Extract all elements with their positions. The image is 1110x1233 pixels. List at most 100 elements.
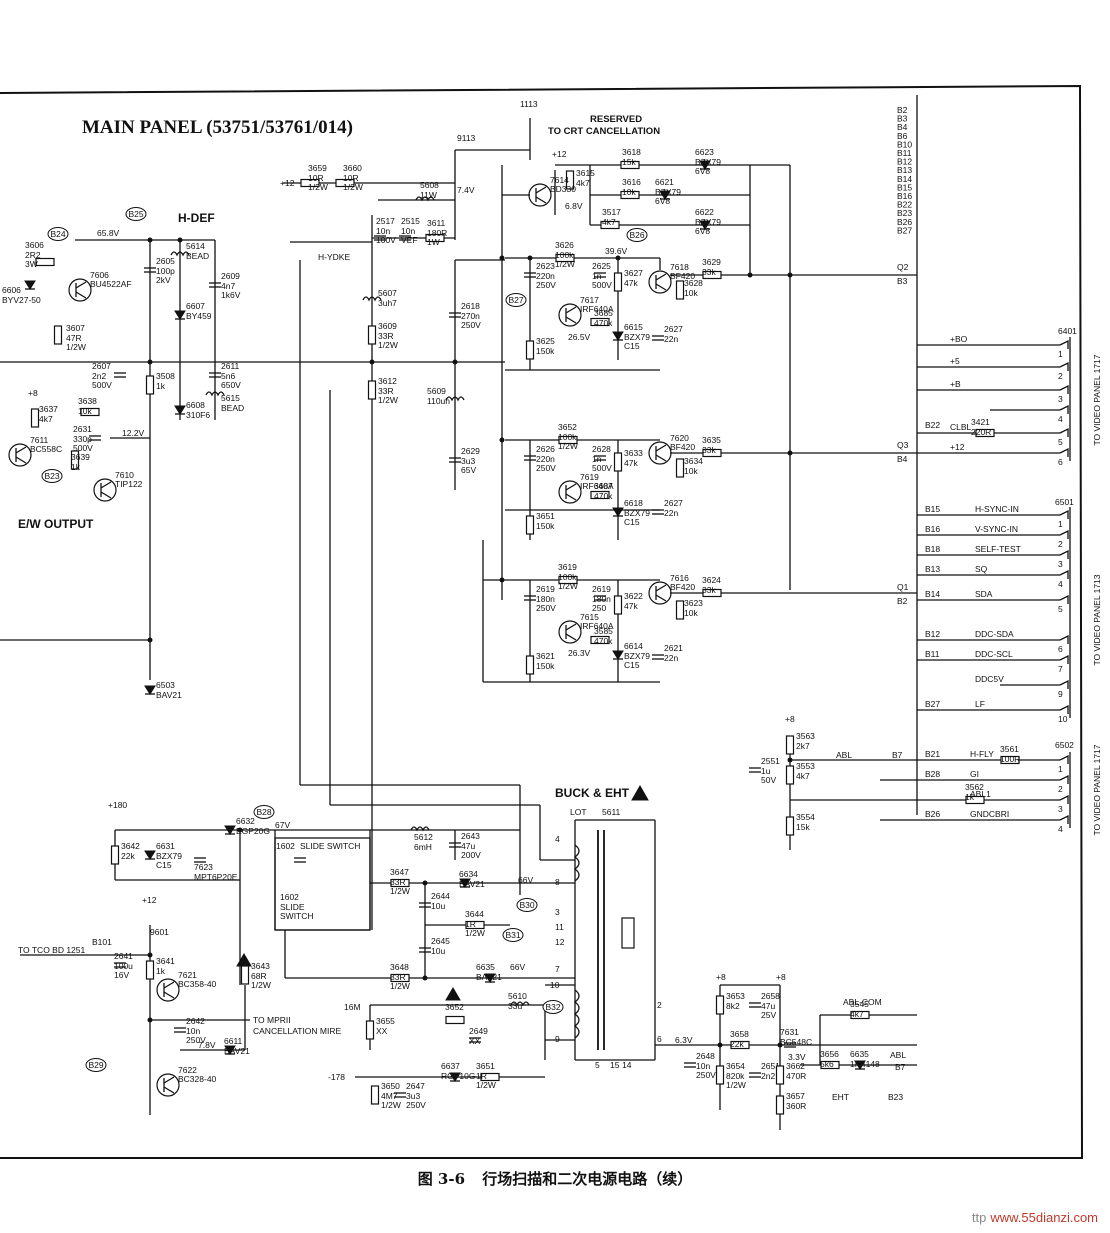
value-label: 10u xyxy=(431,901,445,911)
bus-list-item: B26 xyxy=(897,217,912,227)
value-label: 47u xyxy=(761,1001,775,1011)
value-label: 1/2W xyxy=(558,581,578,591)
value-label: 250V xyxy=(406,1100,426,1110)
ref-label: 5607 xyxy=(378,288,397,298)
svg-text:B24: B24 xyxy=(50,229,65,239)
value-label: 250V xyxy=(536,603,556,613)
value-label: 50V xyxy=(761,775,776,785)
value-label: 270n xyxy=(461,311,480,321)
value-label: 6V8 xyxy=(655,196,670,206)
note-crt-cancellation: TO CRT CANCELLATION xyxy=(548,126,660,137)
value-label: 68R xyxy=(251,971,267,981)
value-label: 220n xyxy=(536,454,555,464)
pin-number: 2 xyxy=(1058,784,1063,794)
ref-label: 5615 xyxy=(221,393,240,403)
net-plus12-low: +12 xyxy=(142,895,157,905)
value-label: 22n xyxy=(664,508,678,518)
ref-label: 5608 xyxy=(420,180,439,190)
value-label: 1k xyxy=(156,966,166,976)
value-label: 1/2W xyxy=(558,441,578,451)
bus-list-item: B15 xyxy=(897,182,912,192)
ref-label: 3611 xyxy=(427,218,446,228)
value-label: 1k6V xyxy=(221,290,241,300)
ref-label: 7621 xyxy=(178,970,197,980)
ref-label: 2627 xyxy=(664,498,683,508)
ref-label: 3545 xyxy=(850,999,869,1009)
ref-label: 2645 xyxy=(431,936,450,946)
net-6v3: 6.3V xyxy=(675,1035,693,1045)
ref-label: 2647 xyxy=(406,1081,425,1091)
section-hdef: H-DEF xyxy=(178,211,215,225)
value-label: BD330 xyxy=(550,184,576,194)
ref-label: 3687 xyxy=(594,481,613,491)
value-label: 33k xyxy=(702,267,716,277)
pin-label: DDC-SCL xyxy=(975,649,1013,659)
ref-label: 7611 xyxy=(30,435,49,445)
ref-label: 2517 xyxy=(376,216,395,226)
value-label: 10n xyxy=(186,1026,200,1036)
ref-label: 2628 xyxy=(592,444,611,454)
note-to-tco: TO TCO BD 1251 xyxy=(18,945,86,955)
net-66v-a: 66V xyxy=(518,875,533,885)
ref-label: 7617 xyxy=(580,295,599,305)
net-minus178: -178 xyxy=(328,1072,345,1082)
value-label: 6V8 xyxy=(695,166,710,176)
value-label: 4k7 xyxy=(39,414,53,424)
pin-number: 4 xyxy=(1058,579,1063,589)
value-label: BAV21 xyxy=(156,690,182,700)
net-plus12-left: +12 xyxy=(280,178,295,188)
value-label: 1R xyxy=(476,1071,487,1081)
value-label: 10u xyxy=(431,946,445,956)
ref-label: 2626 xyxy=(536,444,555,454)
value-label: 1/2W xyxy=(378,395,398,405)
ref-label: 6635 xyxy=(850,1049,869,1059)
pin-number: 4 xyxy=(1058,414,1063,424)
ref-label: 3651 xyxy=(476,1061,495,1071)
lot-transformer xyxy=(573,830,635,1050)
value-label: 250V xyxy=(536,463,556,473)
ref-label: 5609 xyxy=(427,386,446,396)
pin-bus: B15 xyxy=(925,504,940,514)
bus-list-item: B16 xyxy=(897,191,912,201)
pin-number: 3 xyxy=(1058,559,1063,569)
value-label: 4n7 xyxy=(221,281,235,291)
ref-label: 3628 xyxy=(684,278,703,288)
bus-b7-a: B7 xyxy=(892,750,903,760)
ref-label: 6615 xyxy=(624,322,643,332)
ref-label: 3615 xyxy=(576,168,595,178)
junction-dots xyxy=(147,237,793,1048)
value-label: 4k7 xyxy=(602,217,616,227)
connector-ref: 6401 xyxy=(1058,326,1077,336)
circled-ref-b32: B32 xyxy=(542,1000,564,1014)
pin-label: CLBL xyxy=(950,422,972,432)
value-label: 180n xyxy=(536,594,555,604)
value-label: 22n xyxy=(664,334,678,344)
value-label: 250V xyxy=(536,280,556,290)
note-eht: EHT xyxy=(832,1092,849,1102)
value-label: 1/2W xyxy=(66,342,86,352)
bus-list-item: B23 xyxy=(897,208,912,218)
pin-number: 3 xyxy=(1058,804,1063,814)
